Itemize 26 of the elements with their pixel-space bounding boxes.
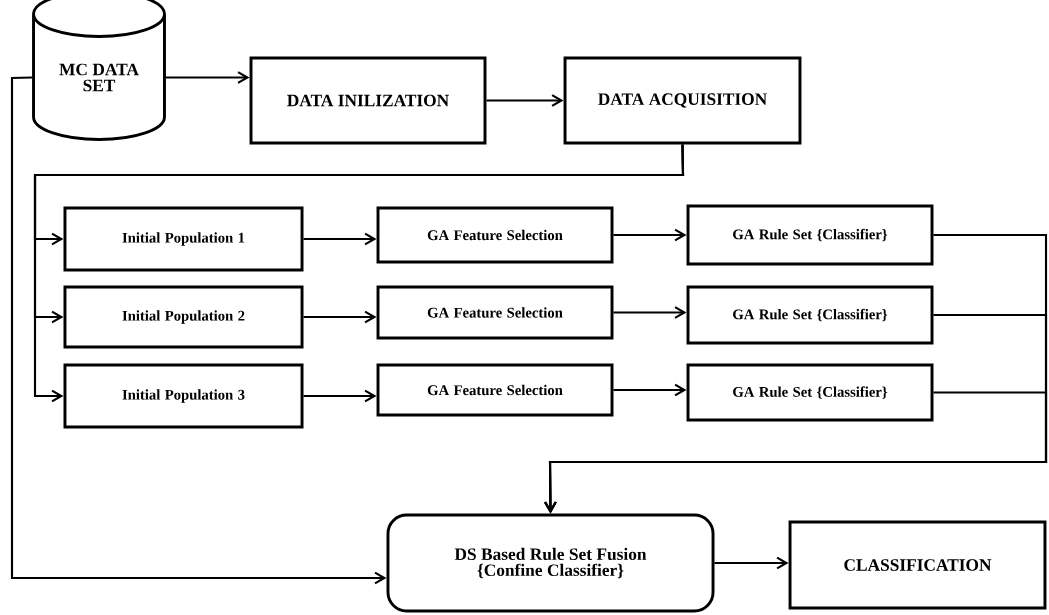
- arrow: [10, 76, 387, 585]
- arrow: [303, 389, 377, 403]
- arrow: [613, 306, 687, 319]
- process-box: Initial Population 3: [63, 363, 304, 429]
- arrow: [486, 94, 564, 107]
- process-box: Initial Population 2: [63, 285, 304, 349]
- database-cylinder: MC DATA SET: [32, 0, 166, 141]
- arrow: [303, 232, 377, 246]
- arrow: [714, 556, 789, 570]
- process-box: GA Rule Set {Classifier}: [686, 363, 934, 422]
- rounded-process-box: DS Based Rule Set Fusion {Confine Classifier}: [386, 513, 715, 613]
- arrow: [165, 71, 250, 84]
- process-box: GA Rule Set {Classifier}: [686, 285, 934, 345]
- process-box: DATA INILIZATION: [249, 56, 487, 145]
- process-box: GA Feature Selection: [376, 363, 614, 417]
- process-box: CLASSIFICATION: [788, 520, 1047, 610]
- arrow: [33, 144, 685, 403]
- process-box: Initial Population 1: [63, 206, 304, 272]
- process-box: GA Rule Set {Classifier}: [686, 204, 934, 266]
- process-box: GA Feature Selection: [376, 285, 614, 340]
- process-box: DATA ACQUISITION: [563, 56, 802, 145]
- arrow: [613, 383, 687, 397]
- arrow: [544, 391, 1048, 514]
- arrow: [613, 228, 687, 242]
- process-box: GA Feature Selection: [376, 206, 614, 264]
- arrow: [303, 310, 377, 324]
